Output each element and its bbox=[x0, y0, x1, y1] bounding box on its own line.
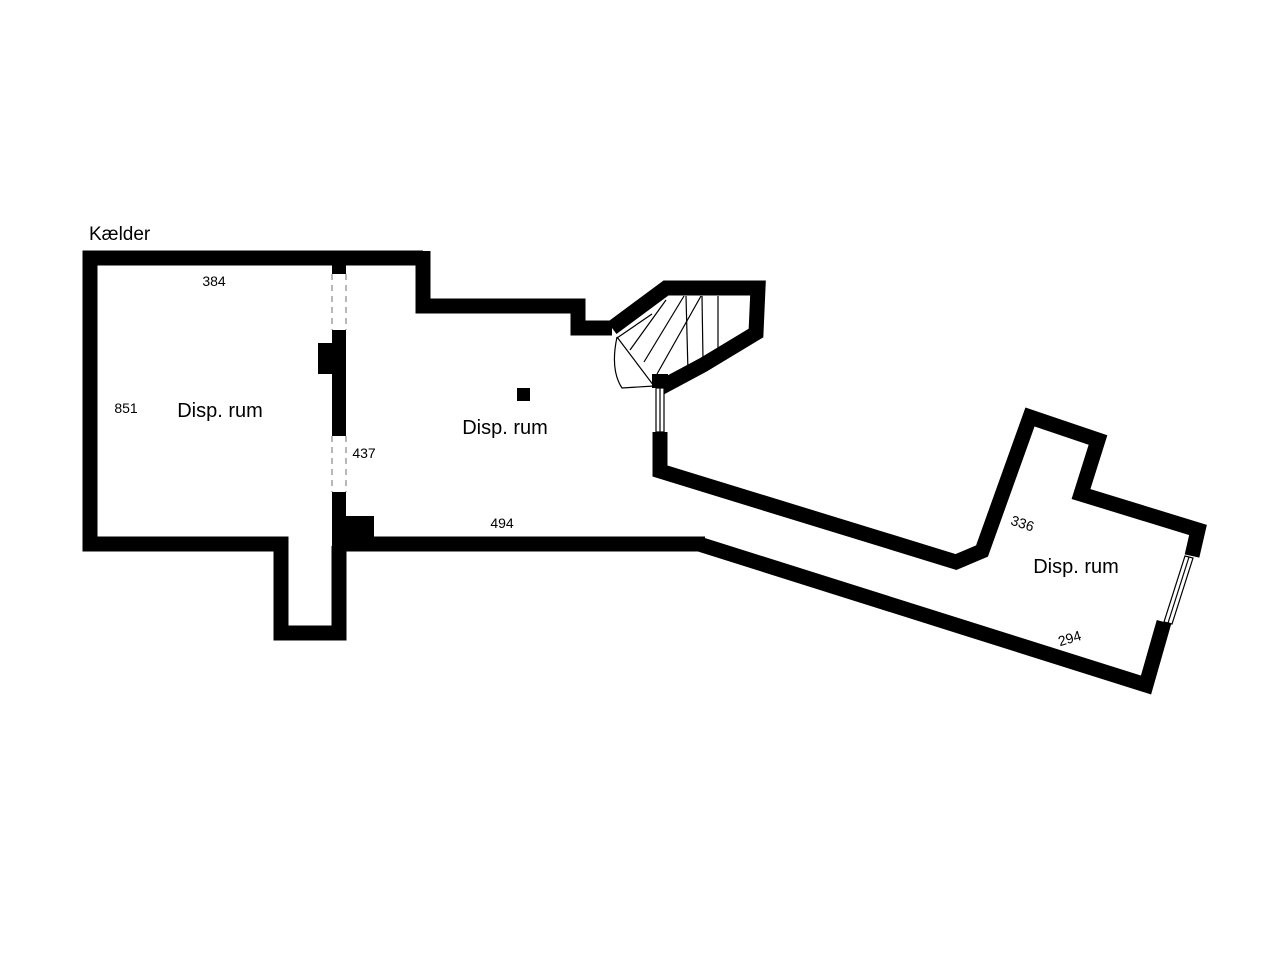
room-label-3: Disp. rum bbox=[1033, 556, 1119, 578]
room-1-walls bbox=[82, 250, 423, 641]
window-middle bbox=[655, 387, 665, 433]
dimension-label: 336 bbox=[1009, 512, 1036, 535]
room-3-walls bbox=[652, 407, 1207, 695]
dimension-label: 384 bbox=[202, 273, 226, 289]
room-label-2: Disp. rum bbox=[462, 417, 548, 439]
room-label-1: Disp. rum bbox=[177, 400, 263, 422]
partition-wall bbox=[318, 258, 374, 546]
dimension-label: 494 bbox=[490, 515, 514, 531]
pillar bbox=[517, 388, 530, 401]
dimension-label: 851 bbox=[114, 400, 138, 416]
dimension-label: 294 bbox=[1056, 627, 1083, 649]
staircase bbox=[607, 280, 766, 395]
room-2-walls bbox=[346, 251, 705, 552]
floor-title: Kælder bbox=[89, 224, 151, 245]
window-right bbox=[1163, 555, 1194, 625]
dimension-label: 437 bbox=[352, 445, 376, 461]
